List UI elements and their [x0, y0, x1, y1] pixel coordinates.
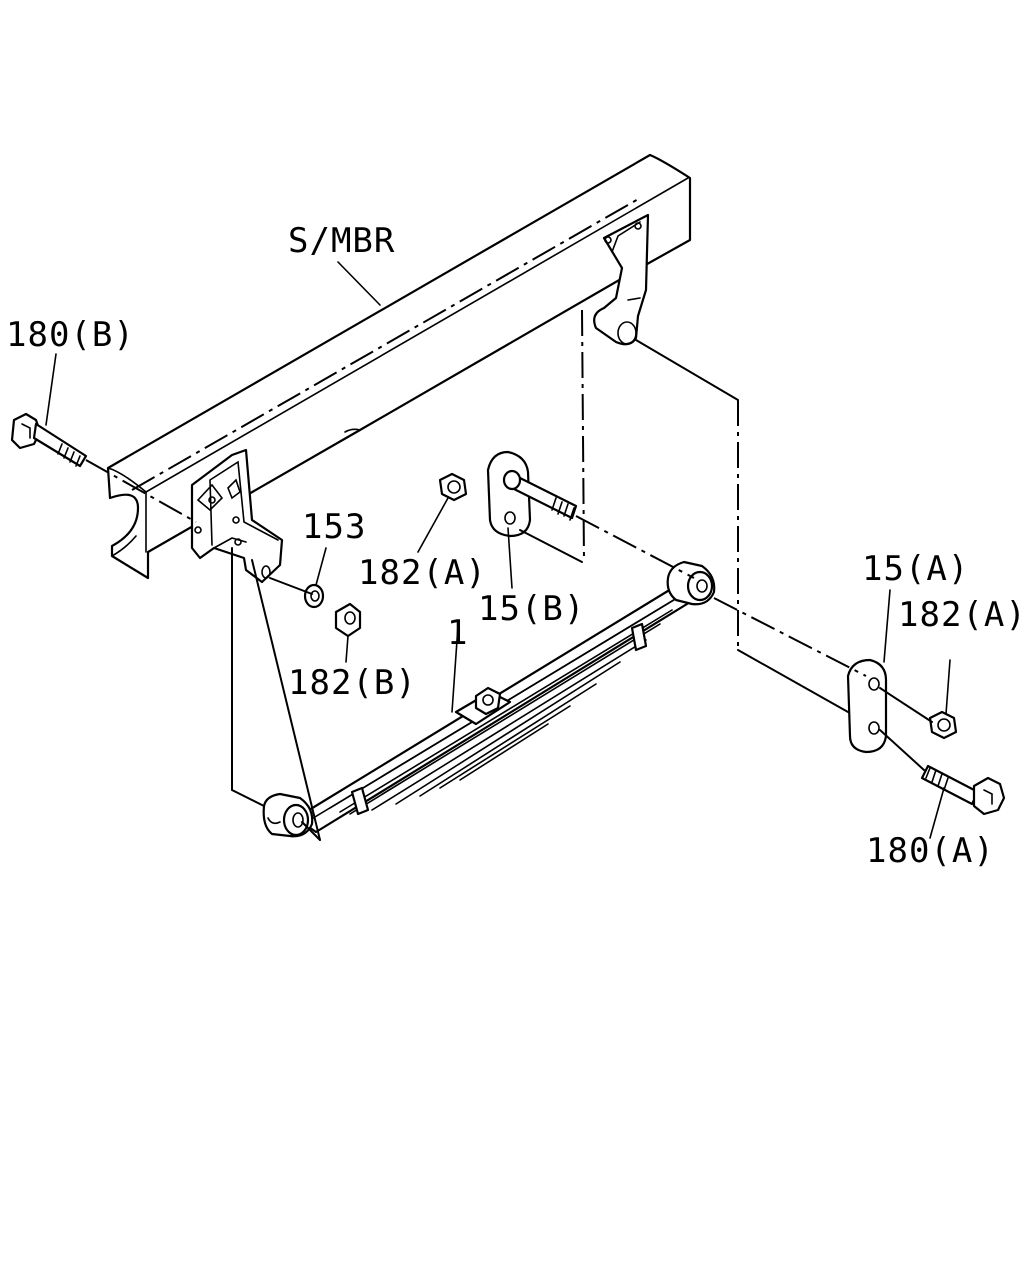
bolt-180a: [920, 764, 1006, 816]
rear-shackle-hanger: [593, 213, 650, 346]
washer-153: [303, 583, 325, 609]
bolt-180b: [10, 412, 88, 468]
shackle-plate-15b: [486, 450, 578, 538]
label-washer-153: 153: [302, 507, 366, 547]
label-nut-182a-right: 182(A): [898, 595, 1024, 635]
label-leaf-spring-1: 1: [447, 613, 468, 653]
label-bolt-180a: 180(A): [866, 831, 995, 871]
label-shackle-15a: 15(A): [862, 549, 969, 589]
label-shackle-15b: 15(B): [478, 589, 585, 629]
leaf-spring-assembly: [262, 560, 716, 838]
side-member-rail: [106, 153, 692, 580]
nut-182b: [334, 602, 362, 638]
front-spring-hanger: [190, 448, 284, 584]
label-bolt-180b: 180(B): [6, 315, 135, 355]
nut-182a-center: [438, 472, 468, 502]
label-nut-182a-center: 182(A): [358, 553, 487, 593]
label-nut-182b: 182(B): [288, 663, 417, 703]
label-side-member: S/MBR: [288, 221, 395, 261]
nut-182a-right: [928, 710, 958, 740]
leader-lines: [45, 261, 951, 839]
shackle-plate-15a: [846, 658, 888, 754]
alignment-lines: [85, 197, 933, 841]
